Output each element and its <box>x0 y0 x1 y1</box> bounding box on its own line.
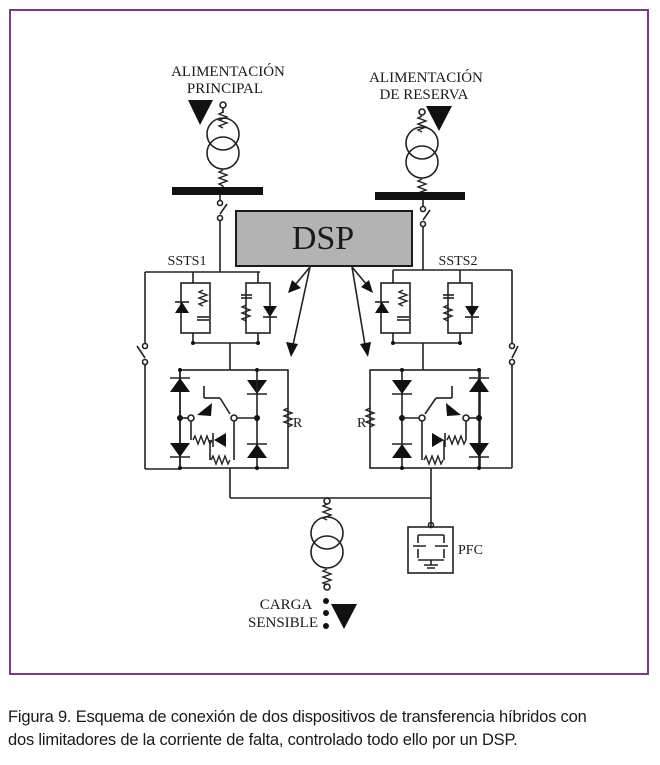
reserve-supply-source-icon <box>426 106 452 131</box>
load-icon <box>331 604 357 629</box>
reserve-supply-label-2: DE RESERVA <box>380 87 469 103</box>
reserve-breaker-icon <box>419 200 431 270</box>
caption-line-1: Figura 9. Esquema de conexión de dos dis… <box>8 708 587 726</box>
main-supply-source-icon <box>188 100 213 125</box>
main-supply-label-1: ALIMENTACIÓN <box>171 63 285 80</box>
resistor-left-label: R <box>293 416 303 431</box>
pfc-label: PFC <box>458 543 483 558</box>
ssts1-circuit: R <box>136 271 303 498</box>
resistor-right-label: R <box>357 416 367 431</box>
main-breaker-icon <box>216 195 228 272</box>
ssts1-label: SSTS1 <box>168 254 207 269</box>
main-supply-label-2: PRINCIPAL <box>187 81 263 97</box>
main-transformer-icon <box>206 101 240 190</box>
control-arrows <box>286 266 373 357</box>
reserve-transformer-icon <box>405 108 439 196</box>
ssts2-circuit: R <box>357 269 519 528</box>
ssts2-label: SSTS2 <box>439 254 478 269</box>
load-label-1: CARGA <box>260 597 313 613</box>
dsp-label: DSP <box>292 220 354 257</box>
pfc-block <box>407 521 454 574</box>
circuit-diagram: ALIMENTACIÓN PRINCIPAL ALIMENTACIÓN DE R… <box>136 63 519 631</box>
reserve-supply-label-1: ALIMENTACIÓN <box>369 69 483 86</box>
load-label-2: SENSIBLE <box>248 615 318 631</box>
reserve-busbar <box>375 192 465 200</box>
load-transformer-icon <box>310 497 344 591</box>
caption-line-2: dos limitadores de la corriente de falta… <box>8 731 518 749</box>
main-busbar <box>172 187 263 195</box>
figure-caption: Figura 9. Esquema de conexión de dos dis… <box>8 706 658 752</box>
figure-frame <box>9 9 649 675</box>
dsp-block <box>235 210 413 267</box>
